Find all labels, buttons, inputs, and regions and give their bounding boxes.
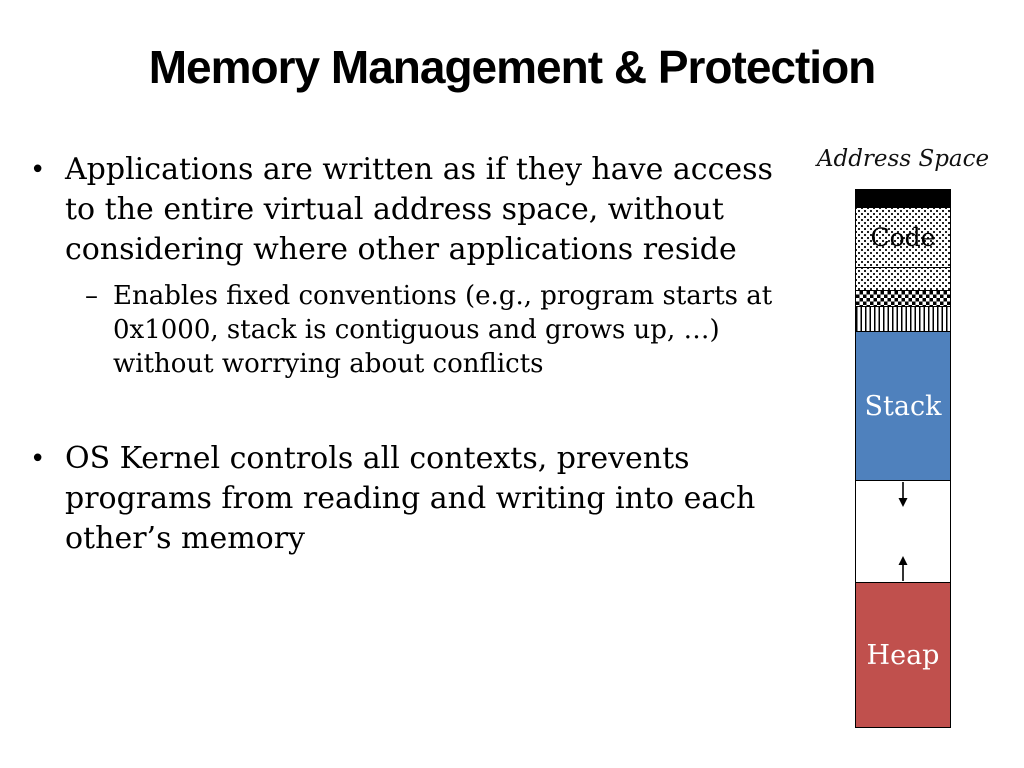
segment-reserved-stripes xyxy=(856,306,950,331)
segment-reserved-top xyxy=(856,190,950,207)
segment-reserved-checker xyxy=(856,290,950,306)
heap-grows-up-arrow-icon xyxy=(897,556,909,581)
page-title: Memory Management & Protection xyxy=(148,41,877,93)
dash-marker-icon: – xyxy=(85,281,98,311)
bullet-marker-icon: • xyxy=(30,155,46,185)
bullet-marker-icon: • xyxy=(30,444,46,474)
bullet-item-1: • Applications are written as if they ha… xyxy=(28,150,776,270)
bullet-list: • Applications are written as if they ha… xyxy=(28,150,776,559)
code-label: Code xyxy=(870,223,936,252)
bullet-1-text: Applications are written as if they have… xyxy=(65,152,773,267)
sub-bullet-item-1: – Enables fixed conventions (e.g., progr… xyxy=(85,279,781,381)
segment-reserved-dots xyxy=(856,267,950,290)
sub-bullet-1-text: Enables fixed conventions (e.g., program… xyxy=(113,281,773,379)
address-space-diagram: Code Stack Heap xyxy=(855,189,951,728)
stack-label: Stack xyxy=(864,390,942,422)
bullet-2-text: OS Kernel controls all contexts, prevent… xyxy=(65,441,756,556)
heap-label: Heap xyxy=(866,639,940,671)
stack-grows-down-arrow-icon xyxy=(897,482,909,507)
segment-growth-gap xyxy=(856,480,950,582)
segment-code: Code xyxy=(856,207,950,267)
segment-heap: Heap xyxy=(856,582,950,727)
address-space-label: Address Space xyxy=(816,146,990,172)
segment-stack: Stack xyxy=(856,331,950,480)
bullet-item-2: • OS Kernel controls all contexts, preve… xyxy=(28,439,776,559)
